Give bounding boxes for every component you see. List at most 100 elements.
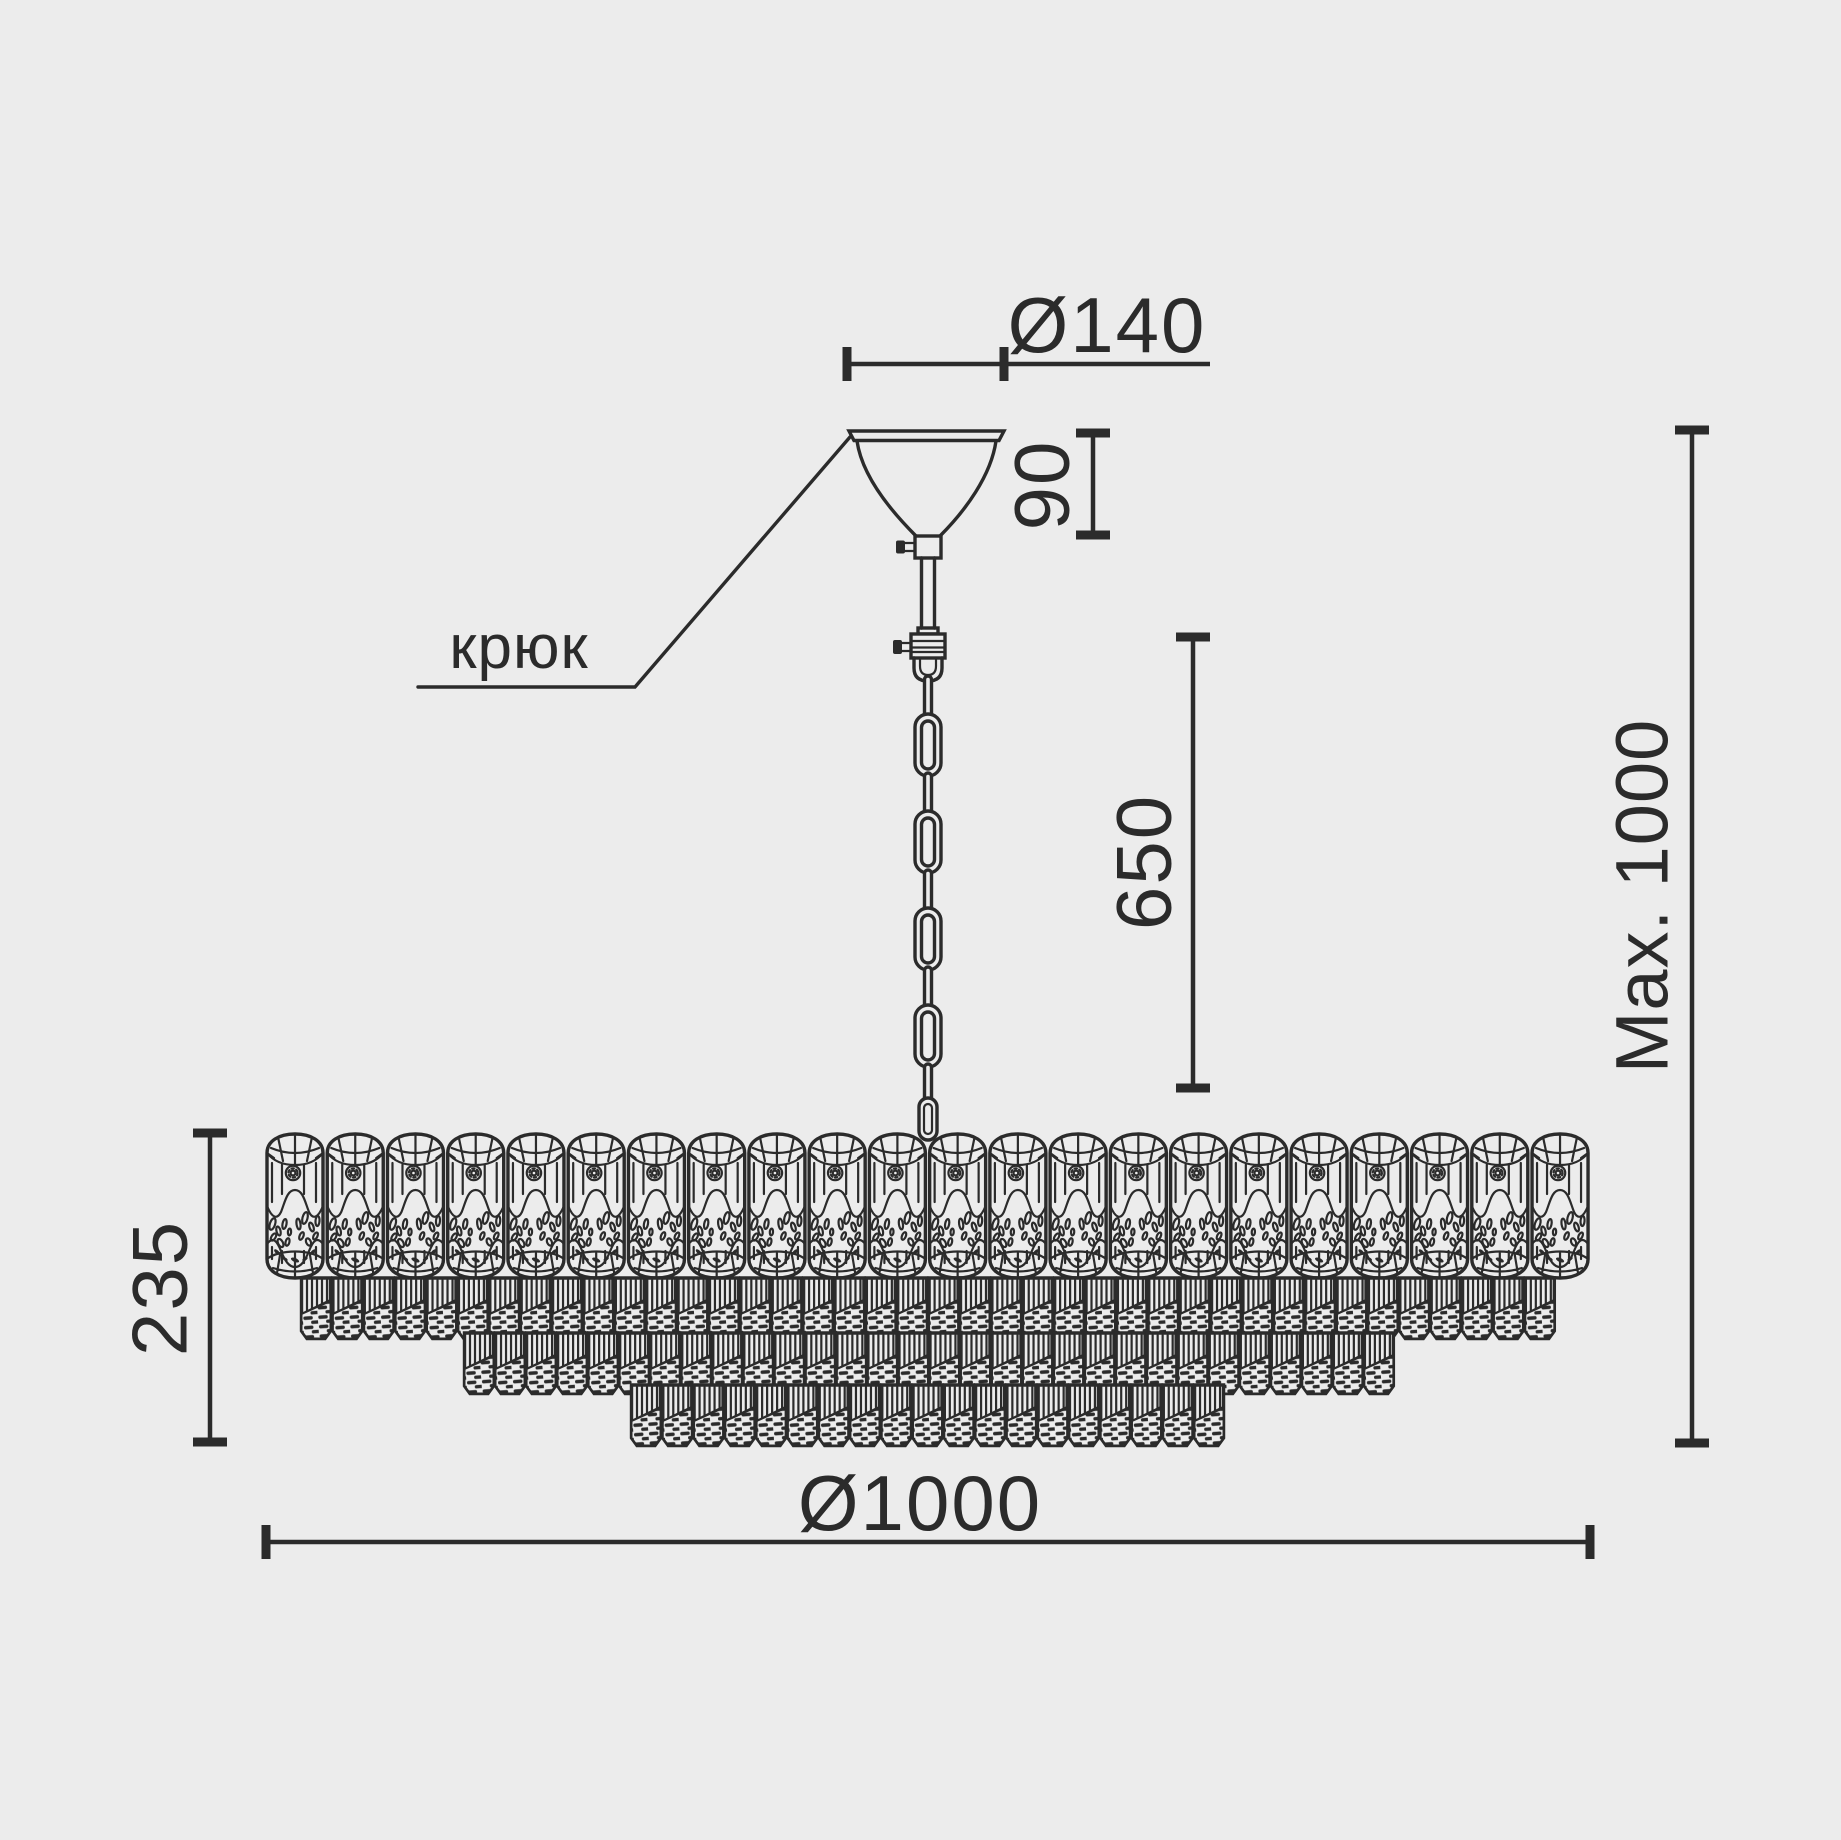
- chain-link-oval: [913, 809, 943, 875]
- crystal-element: [1409, 1132, 1470, 1280]
- crystal-strip-tier3: [1331, 1331, 1365, 1396]
- crystal-element: [1168, 1132, 1229, 1280]
- crystal-strip-tier2: [770, 1276, 803, 1341]
- crystal-strip-tier2: [550, 1276, 584, 1341]
- crystal-strip-tier4: [661, 1383, 694, 1448]
- crystal-element: [566, 1132, 626, 1280]
- crystal-element: [1349, 1132, 1410, 1280]
- crystal-strip-tier2: [927, 1276, 960, 1341]
- crystal-strip-tier2: [707, 1276, 741, 1341]
- suspension-rod: [919, 556, 937, 630]
- crystal-strip-tier3: [586, 1331, 620, 1396]
- crystal-strip-tier2: [1523, 1276, 1557, 1341]
- crystal-strip-tier4: [942, 1383, 975, 1448]
- crystal-strip-tier2: [990, 1276, 1023, 1341]
- dimension-max-height: Max. 1000: [1601, 425, 1709, 1448]
- crystal-strip-tier2: [1147, 1276, 1180, 1341]
- crystal-element: [867, 1132, 928, 1280]
- crystal-strip-tier4: [629, 1383, 663, 1448]
- crystal-element: [1048, 1132, 1108, 1280]
- crystal-strip-tier4: [911, 1383, 944, 1448]
- crystal-strip-tier2: [676, 1276, 709, 1341]
- hook-leader-line: [416, 435, 852, 689]
- crystal-strip-tier2: [801, 1276, 835, 1341]
- crystal-strip-tier2: [833, 1276, 866, 1341]
- crystal-strip-tier2: [864, 1276, 898, 1341]
- hook-label: крюк: [449, 613, 588, 682]
- dimension-body-diameter: Ø1000: [261, 1459, 1595, 1559]
- chain-attachment: [917, 1096, 939, 1142]
- body-diameter-label: Ø1000: [798, 1459, 1042, 1547]
- chain-link-oval: [913, 712, 943, 778]
- crystal-strip-tier2: [488, 1276, 521, 1341]
- canopy-height-label: 90: [998, 440, 1086, 531]
- crystal-strip-tier2: [1492, 1276, 1525, 1341]
- crystal-strip-tier2: [519, 1276, 552, 1341]
- crystal-strip-tier2: [1241, 1276, 1274, 1341]
- crystal-element: [626, 1132, 687, 1280]
- crystal-strip-tier3: [1238, 1331, 1271, 1396]
- chandelier-body: [265, 1132, 1590, 1448]
- crystal-element: [1470, 1132, 1530, 1280]
- canopy: [846, 429, 1007, 683]
- canopy-neck: [913, 534, 943, 560]
- crystal-strip-tier2: [1115, 1276, 1149, 1341]
- dimension-chain-length: 650: [1100, 632, 1210, 1093]
- crystal-strip-tier2: [331, 1276, 364, 1341]
- canopy-screw-icon: [896, 540, 905, 554]
- crystal-strip-tier4: [973, 1383, 1007, 1448]
- crystal-element: [927, 1132, 988, 1280]
- crystal-strip-tier4: [1098, 1383, 1132, 1448]
- crystal-element: [988, 1132, 1048, 1280]
- dimension-body-height: 235: [116, 1128, 227, 1447]
- crystal-strip-tier2: [1272, 1276, 1305, 1341]
- crystal-strip-tier3: [555, 1331, 589, 1396]
- crystal-element: [686, 1132, 747, 1280]
- crystal-strip-tier4: [1161, 1383, 1194, 1448]
- crystal-strip-tier2: [425, 1276, 458, 1341]
- crystal-strip-tier2: [1052, 1276, 1086, 1341]
- crystal-strip-tier3: [1362, 1331, 1396, 1396]
- canopy-diameter-label: Ø140: [1008, 281, 1207, 369]
- max-height-label: Max. 1000: [1601, 719, 1684, 1074]
- chain-connector: [909, 632, 947, 660]
- crystal-strip-tier2: [582, 1276, 615, 1341]
- crystal-strip-tier2: [1366, 1276, 1400, 1341]
- hook-callout: крюк: [416, 435, 852, 689]
- crystal-element: [506, 1132, 566, 1280]
- crystal-strip-tier2: [299, 1276, 333, 1341]
- crystal-strip-tier4: [786, 1383, 819, 1448]
- crystal-element: [385, 1132, 446, 1280]
- crystal-strip-tier2: [739, 1276, 772, 1341]
- crystal-strip-tier3: [524, 1331, 558, 1396]
- crystal-strip-tier3: [493, 1331, 527, 1396]
- chain: [913, 674, 943, 1110]
- crystal-element: [1229, 1132, 1289, 1280]
- crystal-strip-tier4: [692, 1383, 725, 1448]
- crystal-element: [1289, 1132, 1349, 1280]
- crystal-strip-tier4: [1067, 1383, 1101, 1448]
- crystal-strip-tier2: [1303, 1276, 1337, 1341]
- chain-length-label: 650: [1100, 794, 1188, 930]
- crystal-strip-tier2: [896, 1276, 929, 1341]
- crystal-strip-tier2: [644, 1276, 678, 1341]
- crystal-strip-tier4: [1036, 1383, 1069, 1448]
- crystal-element: [807, 1132, 867, 1280]
- crystal-strip-tier2: [1429, 1276, 1462, 1341]
- crystal-element: [446, 1132, 506, 1280]
- crystal-strip-tier4: [817, 1383, 850, 1448]
- crystal-strip-tier2: [362, 1276, 395, 1341]
- crystal-strip-tier2: [1021, 1276, 1054, 1341]
- canopy-plate: [846, 429, 1007, 443]
- crystal-strip-tier3: [462, 1331, 496, 1396]
- crystal-strip-tier2: [1460, 1276, 1494, 1341]
- crystal-strip-tier2: [393, 1276, 427, 1341]
- crystal-strip-tier2: [1178, 1276, 1211, 1341]
- dimension-canopy-height: 90: [998, 428, 1110, 540]
- crystal-strip-tier2: [958, 1276, 992, 1341]
- crystal-strip-tier4: [1005, 1383, 1038, 1448]
- crystal-strip-tier4: [1130, 1383, 1163, 1448]
- crystal-strip-tier2: [456, 1276, 490, 1341]
- dimension-canopy-diameter: Ø140: [842, 281, 1210, 381]
